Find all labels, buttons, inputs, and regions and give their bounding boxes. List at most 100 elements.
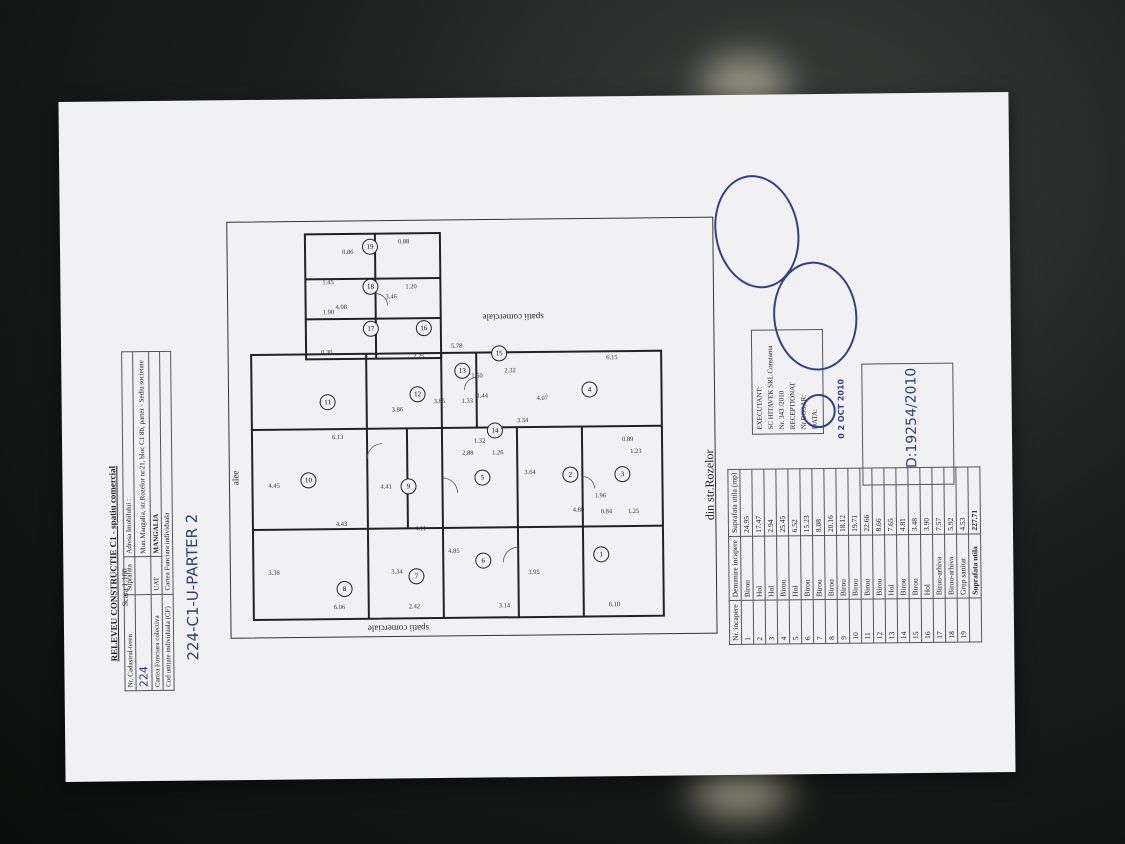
table-cell: Hol (920, 534, 934, 599)
room-number: 11 (319, 394, 336, 411)
table-cell: Birou (836, 535, 850, 600)
room-number: 19 (361, 238, 379, 255)
table-cell: Birou (896, 534, 910, 600)
table-cell: 11 (861, 599, 874, 644)
dimension: 4.80 (572, 506, 585, 514)
document-page: RELEVEU CONSTRUCTIE C1 - spatiu comercia… (58, 92, 1016, 782)
uat-label: UAT (150, 556, 163, 595)
alley-label: alee (230, 470, 241, 486)
dimension: 1.50 (471, 372, 483, 380)
dimension: 4.11 (414, 525, 427, 533)
table-cell: 15.23 (799, 468, 813, 536)
dimension: 3.64 (524, 469, 536, 477)
room-number: 17 (362, 320, 379, 337)
dimension: 1.32 (474, 437, 486, 445)
table-cell: Birou-arhiva (944, 534, 958, 599)
dimension: 4.43 (335, 520, 348, 529)
table-cell: Hol (752, 536, 766, 601)
table-cell: Birou-arhiva (932, 534, 946, 599)
room-number: 9 (400, 478, 417, 495)
room-number: 12 (409, 386, 426, 403)
room-number: 10 (300, 472, 317, 489)
dimension: 2.42 (408, 603, 421, 611)
table-cell: 6.52 (787, 468, 801, 536)
surface-label: Suprafata (123, 557, 136, 595)
table-cell: 16 (921, 598, 934, 643)
dimension: 0.84 (600, 508, 613, 516)
room-number: 8 (336, 580, 353, 598)
dimension: 1.96 (594, 492, 607, 500)
dimension: 1.33 (461, 397, 474, 405)
dimension: 3.38 (268, 569, 280, 577)
room-number: 15 (491, 345, 508, 362)
room-number: 1 (593, 546, 610, 563)
dimension: 1.44 (476, 392, 488, 400)
room-number: 5 (474, 469, 491, 486)
dimension: 3.86 (391, 406, 404, 414)
table-cell: Birou (776, 535, 790, 601)
dimension: 4.45 (268, 482, 280, 490)
table-cell: Birou (908, 534, 922, 599)
dimension: 6.06 (333, 604, 346, 612)
table-cell: 13 (885, 599, 898, 643)
dimension: 3.34 (391, 568, 403, 576)
dimension: 1.23 (630, 447, 642, 456)
table-cell: 5 (789, 600, 802, 644)
dimension: 0.88 (397, 238, 410, 246)
stamp-date: 0 2 OCT 2010 (836, 378, 847, 439)
table-cell: 1 (741, 600, 754, 645)
table-header: Denumire incapere (728, 536, 742, 601)
dimension: 1.90 (322, 309, 335, 317)
table-cell: Hol (788, 535, 802, 601)
handwritten-note: 224-C1-U-PARTER 2 (182, 513, 203, 661)
table-cell: 2 (753, 600, 766, 645)
room-number: 7 (408, 568, 425, 585)
table-cell: 7 (813, 599, 826, 644)
table-cell: 14 (897, 598, 910, 643)
table-cell: 2.94 (763, 468, 777, 537)
dimension: 3.34 (516, 417, 529, 425)
rooms-table: Nr. incapere Denumire incapere Suprafata… (727, 466, 982, 645)
table-cell: Birou (824, 535, 838, 600)
table-header: Nr. incapere (729, 600, 742, 645)
table-cell: 18.12 (835, 467, 849, 536)
dimension: 6.13 (331, 434, 344, 442)
table-cell: 4.53 (955, 466, 969, 535)
table-cell: Birou (740, 536, 754, 601)
table-cell: 24.95 (739, 468, 753, 537)
executant-line: SC HITAVEK SRL Constanta (766, 345, 775, 430)
dimension: 3.95 (528, 568, 540, 577)
table-cell: Birou (812, 535, 826, 600)
table-cell: 8 (825, 599, 838, 644)
table-cell: 9 (837, 599, 850, 644)
table-cell: 18 (945, 598, 958, 643)
dimension: 3.14 (498, 602, 511, 610)
table-cell: 20.16 (823, 468, 837, 536)
dimension: 1.25 (627, 507, 640, 516)
table-cell: 17 (933, 598, 946, 643)
dimension: 2.25 (413, 353, 425, 361)
table-cell: 19 (957, 598, 970, 643)
dimension: 4.08 (335, 303, 348, 312)
room-number: 14 (486, 422, 504, 439)
table-cell: 8.08 (811, 468, 825, 536)
total-label: Suprafata utila (968, 533, 982, 599)
dimension: 4.07 (536, 394, 549, 403)
table-cell: Hol (764, 536, 778, 601)
dimension: 3.85 (433, 397, 446, 406)
commercial-label-top: spatii comerciale (482, 311, 544, 323)
dimension: 5.78 (451, 342, 463, 350)
dimension: 3.46 (385, 293, 397, 301)
dimension: 1.20 (405, 283, 417, 291)
dimension: 0.30 (321, 349, 333, 357)
small-seal-icon (801, 393, 836, 429)
carte-individual-label: Cartea Funciara individuala (159, 351, 174, 595)
table-cell: Birou (872, 534, 886, 600)
cod-label: Cod unitate individuala (CF) (162, 593, 175, 691)
table-header: Suprafata utila (mp) (727, 469, 741, 537)
header-table: Nr. Cadastral-teren Suprafata Adresa Imo… (121, 351, 175, 692)
table-total-row: Suprafata utila 227.71 (967, 466, 982, 642)
table-cell: Birou (860, 535, 874, 600)
total-value: 227.71 (967, 466, 981, 535)
table-cell: 15 (909, 598, 922, 643)
